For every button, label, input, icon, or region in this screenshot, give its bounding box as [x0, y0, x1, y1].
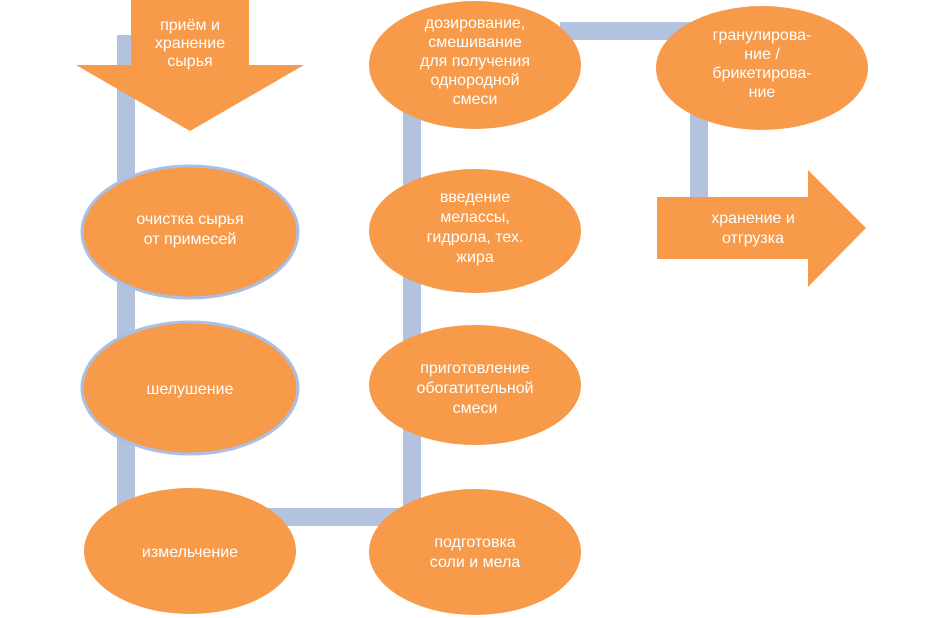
node-enriching-mix: приготовление обогатительной смеси	[369, 325, 581, 445]
label-line: брикетирова-	[712, 65, 811, 82]
node-storage-shipping: хранение и отгрузка	[657, 170, 866, 287]
label-line: подготовка	[434, 534, 515, 551]
label-line: приготовление	[420, 360, 530, 377]
label-line: хранение	[155, 35, 225, 52]
ellipse-shape	[369, 489, 581, 615]
label-line: жира	[456, 249, 494, 266]
node-molasses-label: введение мелассы, гидрола, тех. жира	[427, 189, 524, 266]
ellipse-shape	[369, 169, 581, 293]
node-salt-chalk-label: подготовка соли и мела	[430, 534, 521, 571]
node-granulating-label: гранулирова-ние / брикетирова-ние	[712, 27, 811, 101]
node-hulling: шелушение	[80, 320, 300, 456]
label-line: отгрузка	[722, 230, 784, 247]
node-storage-shipping-label: хранение и отгрузка	[711, 210, 795, 247]
label-line: ние	[749, 84, 776, 101]
node-grinding: измельчение	[84, 488, 296, 614]
right-arrow-shape	[657, 170, 866, 287]
ellipse-shape	[84, 488, 296, 614]
label-line: от примесей	[144, 231, 237, 248]
node-enriching-mix-label: приготовление обогатительной смеси	[416, 360, 533, 417]
label-line: соли и мела	[430, 554, 521, 571]
ellipse-shape	[80, 320, 300, 456]
ellipse-shape	[656, 6, 868, 130]
node-granulating: гранулирова-ние / брикетирова-ние	[656, 6, 868, 130]
label-line: приём и	[160, 17, 220, 34]
label-line: очистка сырья	[136, 211, 243, 228]
ellipse-shape	[369, 1, 581, 129]
node-dosing-label: дозирование, смешивание для получения однор…	[420, 15, 530, 108]
label-line: гидрола, тех.	[427, 229, 524, 246]
ellipse-shape	[369, 325, 581, 445]
label-line: сырья	[167, 53, 212, 70]
label-line: смешивание	[428, 34, 522, 51]
node-cleaning-label: очистка сырья от примесей	[136, 211, 243, 248]
node-grinding-label: измельчение	[142, 544, 238, 561]
connector-left-column	[117, 35, 135, 555]
down-arrow-shape	[76, 0, 304, 131]
label-line: измельчение	[142, 544, 238, 561]
label-line: мелассы,	[440, 209, 510, 226]
label-line: смеси	[453, 91, 498, 108]
label-line: введение	[440, 189, 510, 206]
label-line: однородной	[430, 72, 519, 89]
label-line: дозирование,	[425, 15, 525, 32]
label-line: хранение и	[711, 210, 795, 227]
ellipse-shape	[80, 164, 300, 300]
connector-bottom-link	[240, 508, 420, 526]
node-hulling-label: шелушение	[147, 381, 234, 398]
label-line: для получения	[420, 53, 530, 70]
label-line: ние /	[744, 46, 780, 63]
label-line: гранулирова-	[713, 27, 812, 44]
label-line: шелушение	[147, 381, 234, 398]
node-dosing: дозирование, смешивание для получения однор…	[369, 1, 581, 129]
node-salt-chalk: подготовка соли и мела	[369, 489, 581, 615]
node-molasses: введение мелассы, гидрола, тех. жира	[369, 169, 581, 293]
label-line: смеси	[453, 400, 498, 417]
label-line: обогатительной	[416, 380, 533, 397]
node-cleaning: очистка сырья от примесей	[80, 164, 300, 300]
